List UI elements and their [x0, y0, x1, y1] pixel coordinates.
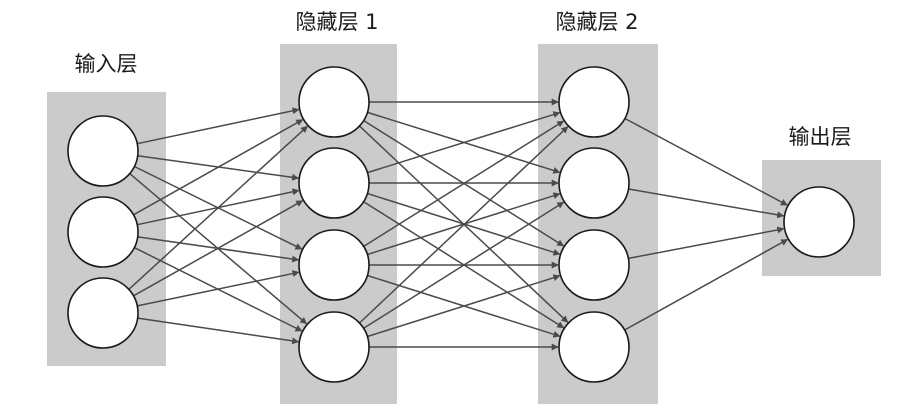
edge-input-1-to-hidden1-1: [137, 107, 300, 145]
output-layer-title: 输出层: [789, 125, 852, 149]
output-neuron-1: [783, 186, 855, 258]
hidden2-neuron-4: [558, 311, 630, 383]
layer-titles: 输入层 隐藏层 1 隐藏层 2 输出层: [75, 10, 852, 149]
edge-input-3-to-hidden1-2: [133, 200, 304, 297]
connections: [128, 98, 789, 351]
input-layer-title: 输入层: [75, 52, 138, 76]
hidden1-neuron-1: [298, 66, 370, 138]
edge-input-3-to-hidden1-3: [137, 270, 300, 307]
hidden2-neuron-1: [558, 66, 630, 138]
edge-input-3-to-hidden1-1: [128, 125, 308, 290]
hidden1-neuron-4: [298, 311, 370, 383]
edge-hidden2-4-to-output-1: [624, 238, 789, 331]
edge-hidden1-3-to-hidden2-1: [363, 120, 565, 248]
hidden1-neuron-3: [298, 229, 370, 301]
neurons: [67, 66, 855, 383]
input-neuron-1: [67, 115, 139, 187]
input-neuron-3: [67, 277, 139, 349]
edge-hidden1-2-to-hidden2-1: [367, 111, 561, 174]
edge-hidden1-4-to-hidden2-2: [363, 201, 565, 329]
edge-input-3-to-hidden1-4: [137, 317, 300, 345]
hidden2-neuron-2: [558, 147, 630, 219]
hidden2-neuron-3: [558, 229, 630, 301]
edge-hidden2-1-to-output-1: [624, 117, 788, 206]
edge-hidden2-2-to-output-1: [628, 188, 785, 219]
input-neuron-2: [67, 196, 139, 268]
hidden1-layer-title: 隐藏层 1: [295, 10, 378, 34]
edge-hidden1-4-to-hidden2-1: [358, 126, 569, 324]
edge-hidden2-3-to-output-1: [628, 226, 785, 260]
hidden1-neuron-2: [298, 147, 370, 219]
edge-hidden1-4-to-hidden2-3: [367, 274, 561, 338]
hidden2-layer-title: 隐藏层 2: [555, 10, 638, 34]
edge-input-2-to-hidden1-1: [133, 119, 304, 216]
